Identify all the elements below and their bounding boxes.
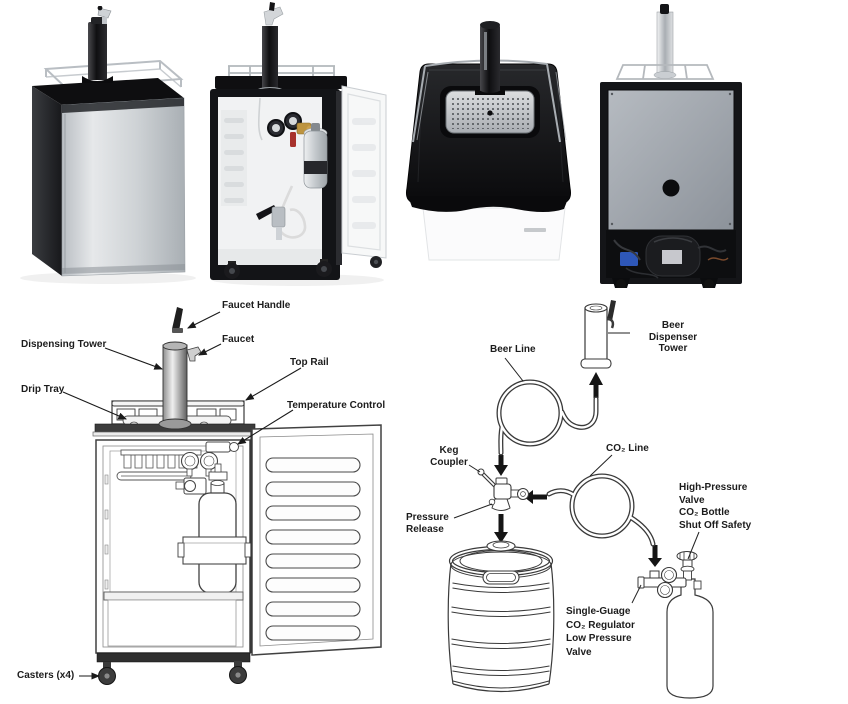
label-top-rail: Top Rail xyxy=(290,357,329,368)
label-pressure-release: Pressure Release xyxy=(406,512,449,535)
faucet-photo xyxy=(97,7,112,19)
setup-diagram-drawing xyxy=(447,300,714,699)
dispensing-tower-photo xyxy=(82,6,113,83)
photo-kegerator-front-view xyxy=(20,6,196,284)
flow-arrows xyxy=(494,372,662,567)
label-drip-tray: Drip Tray xyxy=(21,384,65,395)
parts-diagram-drawing xyxy=(62,307,382,685)
photo-kegerator-open-door-view xyxy=(210,2,387,286)
terminal-box xyxy=(620,252,638,266)
casters-photo xyxy=(224,256,382,279)
temperature-control-drawing xyxy=(205,441,239,453)
top-rail-photo xyxy=(412,59,567,143)
beer-and-co2-tubing-core xyxy=(497,380,655,546)
label-keg-coupler: Keg Coupler xyxy=(430,445,468,468)
single-gauge-regulator-drawing xyxy=(637,566,687,599)
base-and-casters-drawing xyxy=(96,652,251,685)
top-rail-photo xyxy=(43,59,184,96)
keg-drawing xyxy=(447,540,555,693)
photo-kegerator-top-view xyxy=(406,21,571,261)
high-pressure-valve-drawing xyxy=(676,551,702,590)
co2-bottle-drawing xyxy=(637,551,714,699)
cabinet-interior-photo xyxy=(210,89,340,280)
top-rail-photo xyxy=(615,64,715,80)
label-high-pressure-valve: High-Pressure Valve CO₂ Bottle Shut Off … xyxy=(679,482,752,531)
leader-lines xyxy=(453,332,700,604)
cabinet-drawing xyxy=(95,439,252,654)
dispensing-tower-drawing xyxy=(158,307,202,430)
door-hinge-photo xyxy=(336,91,342,265)
open-door-photo xyxy=(341,85,387,259)
faucet-handle-photo xyxy=(97,6,103,11)
keg-coupler-drawing xyxy=(477,468,529,511)
bottle-strap-drawing xyxy=(182,536,247,565)
tap-handle-drawing xyxy=(607,300,616,321)
rear-cabinet-photo xyxy=(600,82,742,288)
photo-kegerator-rear-view xyxy=(600,4,742,288)
open-door-drawing xyxy=(250,424,382,656)
dispensing-tower-photo xyxy=(653,4,677,79)
label-co2-line: CO₂ Line xyxy=(606,443,649,454)
label-casters: Casters (x4) xyxy=(17,670,75,681)
pressure-release-valve-drawing xyxy=(488,498,496,506)
beer-dispenser-tower-drawing xyxy=(580,300,616,369)
compressor-sticker xyxy=(662,250,682,264)
label-faucet: Faucet xyxy=(222,334,255,345)
label-beer-dispenser-tower: Beer Dispenser Tower xyxy=(648,320,698,354)
top-deck-photo xyxy=(215,76,347,89)
faucet-drawing xyxy=(186,346,202,362)
label-temperature-control: Temperature Control xyxy=(287,400,386,411)
dispensing-tower-photo xyxy=(475,21,505,95)
label-faucet-handle: Faucet Handle xyxy=(222,300,291,311)
co2-cylinder-photo xyxy=(303,130,328,189)
cabinet-body-photo xyxy=(32,78,186,277)
cabinet-front-face-photo xyxy=(422,207,566,261)
regulator-drawing xyxy=(175,451,228,495)
label-single-gauge-regulator: Single-Guage CO₂ Regulator Low Pressure … xyxy=(566,606,635,658)
drip-tray-photo xyxy=(440,86,540,138)
label-beer-line: Beer Line xyxy=(490,344,536,355)
keg-coupler-photo xyxy=(271,206,286,228)
faucet-photo xyxy=(263,6,284,26)
brand-logo-mark xyxy=(524,228,546,232)
faucet-drawing xyxy=(606,317,615,329)
co2-bottle-drawing xyxy=(177,480,252,594)
rear-panel-hole xyxy=(662,179,680,197)
leader-lines xyxy=(62,311,302,680)
faucet-handle-photo xyxy=(269,2,275,11)
label-dispensing-tower: Dispensing Tower xyxy=(21,339,107,350)
red-valve-body xyxy=(290,132,296,147)
